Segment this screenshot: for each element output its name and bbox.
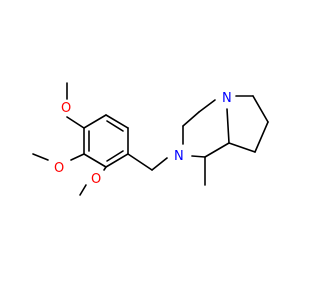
bond (103, 166, 107, 171)
methoxy-groups (32, 82, 107, 196)
oxygen-label: O (61, 101, 71, 116)
benzyl-link (127, 153, 168, 171)
structure-diagram: O O O N N (32, 82, 269, 196)
oxygen-label: O (54, 161, 64, 176)
piperazine-ring (182, 99, 230, 158)
bond (198, 99, 216, 113)
nitrogen-label: N (222, 91, 232, 106)
oxygen-label: O (91, 172, 101, 187)
bond (83, 153, 107, 168)
pyrrolidine-ring (228, 95, 269, 153)
bond (226, 108, 230, 144)
double-bond-inner (106, 120, 124, 132)
bond (70, 153, 85, 161)
bond (79, 184, 87, 196)
bond (254, 121, 269, 153)
bond (127, 153, 153, 171)
bond (105, 114, 129, 129)
bond (32, 153, 49, 161)
molecule-drawing: O O O N N (32, 82, 269, 196)
nitrogen-label: N (174, 149, 184, 164)
bond (83, 114, 107, 129)
bond (204, 142, 230, 158)
bond (252, 95, 269, 123)
bond (228, 142, 256, 153)
benzene-ring (83, 114, 129, 168)
bond (151, 157, 168, 171)
bond (105, 153, 129, 168)
atom-labels: O O O N N (54, 91, 232, 187)
double-bond-inner (106, 150, 124, 162)
bond (191, 155, 206, 158)
bond (182, 111, 200, 127)
bond (66, 116, 85, 129)
